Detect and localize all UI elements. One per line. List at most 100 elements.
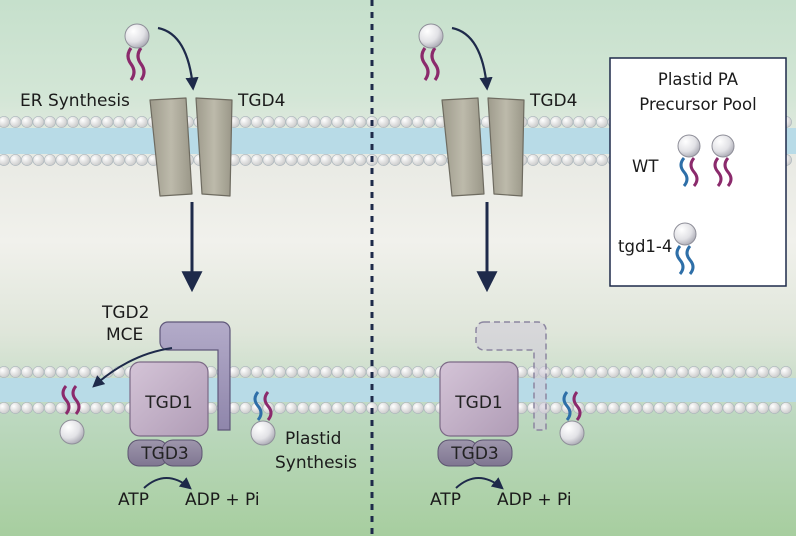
membrane-lipid-head xyxy=(0,402,10,414)
pa-lipid-plastid-left xyxy=(250,391,276,446)
membrane-lipid-head xyxy=(101,402,114,414)
legend-wt-label: WT xyxy=(632,157,659,176)
membrane-lipid-head xyxy=(423,366,436,378)
membrane-lipid-head xyxy=(596,154,608,166)
membrane-lipid-head xyxy=(389,154,401,166)
tgd1-protein-right xyxy=(439,361,519,437)
legend-title-line1: Plastid PA xyxy=(658,70,739,89)
membrane-lipid-head xyxy=(400,402,413,414)
membrane-lipid-head xyxy=(619,366,631,378)
membrane-lipid-head xyxy=(331,154,344,166)
membrane-lipid-head xyxy=(354,366,367,378)
tgd3-label-left: TGD3 xyxy=(140,444,188,464)
membrane-lipid-head xyxy=(573,116,585,128)
membrane-lipid-head xyxy=(745,402,758,414)
membrane-lipid-head xyxy=(21,154,33,166)
membrane-lipid-head xyxy=(699,366,712,378)
membrane-lipid-head xyxy=(274,116,286,128)
membrane-lipid-head xyxy=(343,402,355,414)
er-uptake-arrow xyxy=(157,26,199,91)
membrane-lipid-head xyxy=(688,366,700,378)
membrane-lipid-head xyxy=(377,402,390,414)
membrane-lipid-head xyxy=(55,366,68,378)
plastid-label: Plastid xyxy=(285,429,341,449)
membrane-lipid-head xyxy=(412,402,424,414)
membrane-lipid-head xyxy=(308,154,321,166)
membrane-lipid-head xyxy=(21,366,33,378)
membrane-lipid-head xyxy=(688,402,700,414)
membrane-lipid-head xyxy=(596,402,608,414)
membrane-lipid-head xyxy=(308,366,321,378)
membrane-lipid-head xyxy=(377,154,390,166)
membrane-lipid-head xyxy=(21,402,33,414)
membrane-lipid-head xyxy=(0,116,10,128)
membrane-lipid-head xyxy=(239,116,252,128)
plastid-membrane-core xyxy=(0,378,796,402)
membrane-lipid-head xyxy=(297,402,309,414)
membrane-lipid-head xyxy=(262,116,275,128)
membrane-lipid-head xyxy=(274,154,286,166)
membrane-lipid-head xyxy=(320,154,332,166)
membrane-lipid-head xyxy=(285,154,298,166)
membrane-lipid-head xyxy=(699,402,712,414)
membrane-lipid-head xyxy=(78,116,91,128)
membrane-lipid-head xyxy=(653,402,666,414)
membrane-lipid-head xyxy=(676,366,689,378)
membrane-lipid-head xyxy=(734,402,746,414)
atp-label-right: ATP xyxy=(430,490,461,510)
membrane-lipid-head xyxy=(596,366,608,378)
tgd1-label-right: TGD1 xyxy=(454,393,502,413)
membrane-lipid-head xyxy=(44,366,56,378)
tgd1-label-left: TGD1 xyxy=(144,393,192,413)
membrane-lipid-head xyxy=(308,116,321,128)
tgd1-protein-left xyxy=(129,361,209,437)
tgd4-label-right: TGD4 xyxy=(529,91,577,111)
membrane-lipid-head xyxy=(239,366,252,378)
membrane-lipid-head xyxy=(9,402,22,414)
membrane-lipid-head xyxy=(423,402,436,414)
membrane-lipid-head xyxy=(101,116,114,128)
membrane-lipid-head xyxy=(711,402,723,414)
membrane-lipid-head xyxy=(423,154,436,166)
membrane-lipid-head xyxy=(274,366,286,378)
membrane-lipid-head xyxy=(67,154,79,166)
pa-lipid-er-inserted-left xyxy=(59,385,85,445)
legend-wt-lipid-mixed xyxy=(677,134,701,187)
membrane-lipid-head xyxy=(297,154,309,166)
membrane-lipid-head xyxy=(90,116,102,128)
membrane-lipid-head xyxy=(285,402,298,414)
membrane-lipid-head xyxy=(354,402,367,414)
membrane-lipid-head xyxy=(101,154,114,166)
membrane-lipid-head xyxy=(584,402,597,414)
membrane-lipid-head xyxy=(768,402,781,414)
membrane-lipid-head xyxy=(136,116,148,128)
legend-mutant-label: tgd1-4 xyxy=(618,237,672,256)
membrane-lipid-head xyxy=(136,154,148,166)
membrane-lipid-head xyxy=(780,366,792,378)
membrane-lipid-head xyxy=(320,402,332,414)
membrane-lipid-head xyxy=(435,154,447,166)
membrane-lipid-head xyxy=(561,154,574,166)
membrane-lipid-head xyxy=(78,154,91,166)
membrane-lipid-head xyxy=(9,154,22,166)
membrane-lipid-head xyxy=(55,402,68,414)
membrane-lipid-head xyxy=(561,366,574,378)
membrane-lipid-head xyxy=(32,154,45,166)
membrane-lipid-head xyxy=(550,402,562,414)
membrane-lipid-head xyxy=(630,366,643,378)
membrane-lipid-head xyxy=(400,154,413,166)
membrane-lipid-head xyxy=(251,366,263,378)
synthesis-label: Synthesis xyxy=(275,453,357,473)
membrane-lipid-head xyxy=(285,116,298,128)
membrane-lipid-head xyxy=(343,366,355,378)
membrane-lipid-head xyxy=(90,402,102,414)
membrane-lipid-head xyxy=(722,402,735,414)
membrane-lipid-head xyxy=(331,116,344,128)
membrane-lipid-head xyxy=(78,366,91,378)
membrane-lipid-head xyxy=(274,402,286,414)
membrane-lipid-head xyxy=(44,402,56,414)
membrane-lipid-head xyxy=(308,402,321,414)
tgd2-mce-absent xyxy=(475,321,547,431)
membrane-lipid-head xyxy=(768,366,781,378)
